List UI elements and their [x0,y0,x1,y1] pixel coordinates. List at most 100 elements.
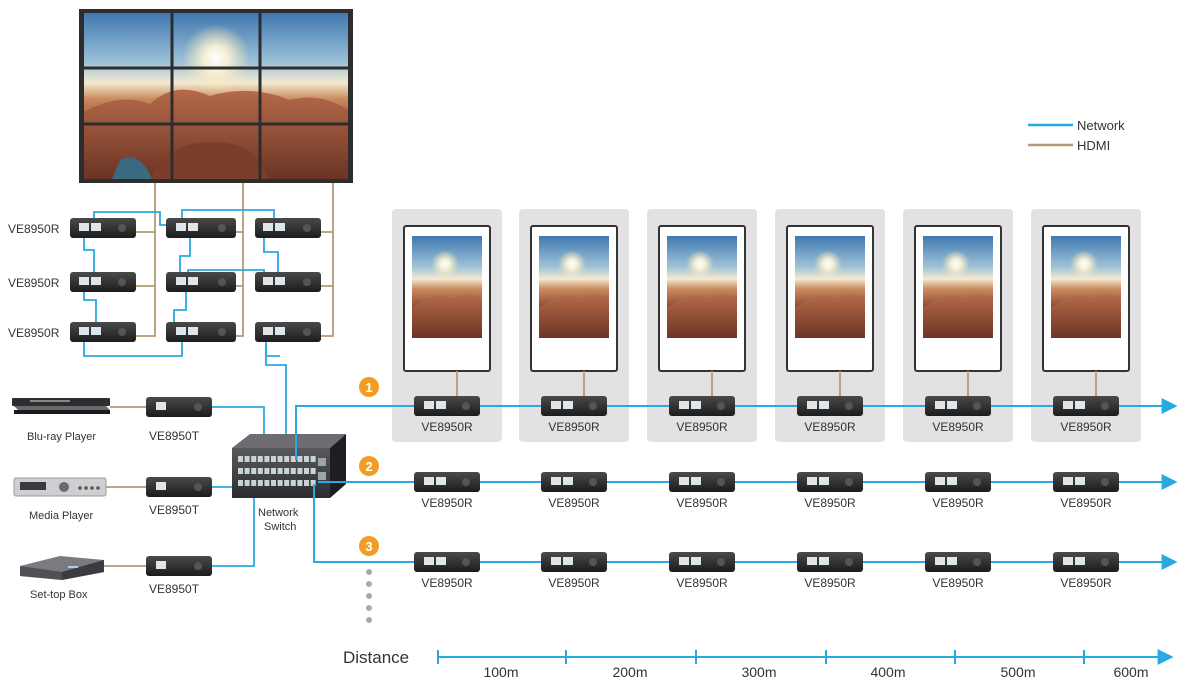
receiver-device[interactable] [669,472,735,492]
receiver-device[interactable] [541,552,607,572]
switch-port [297,468,303,474]
switch-port [284,468,290,474]
transmitter-device[interactable] [146,556,212,576]
receiver-device[interactable] [255,218,321,238]
row-badge-number: 2 [365,459,372,474]
switch-port [271,456,276,462]
bluray-player-icon[interactable] [12,398,110,414]
wall-hdmi-cables [134,183,334,337]
legend-hdmi-label: HDMI [1077,138,1110,153]
switch-port [277,468,283,474]
transmitter-label: VE8950T [149,429,200,443]
receiver-device[interactable] [541,472,607,492]
switch-label: Switch [264,521,296,533]
switch-port [257,468,263,474]
source-label: Blu-ray Player [27,431,96,443]
receiver-device[interactable] [1053,396,1119,416]
switch-port [264,456,270,462]
receiver-device[interactable] [797,552,863,572]
distance-tick-label: 200m [612,664,647,680]
switch-port [304,480,309,486]
receiver-label: VE8950R [932,496,984,510]
receiver-device[interactable] [70,322,136,342]
settop-box-icon[interactable] [20,556,104,580]
receiver-label: VE8950R [548,576,600,590]
switch-port [251,480,257,486]
receiver-device[interactable] [414,552,480,572]
receiver-device[interactable] [70,218,136,238]
receiver-device[interactable] [414,472,480,492]
legend-network-label: Network [1077,118,1125,133]
switch-label: Network [258,507,299,519]
distance-tick-label: 400m [870,664,905,680]
receiver-device[interactable] [1053,552,1119,572]
receiver-device[interactable] [166,322,236,342]
switch-port [297,456,303,462]
switch-port [271,480,276,486]
switch-uplink-port [318,458,326,466]
switch-port [251,456,257,462]
receiver-label: VE8950R [421,496,473,510]
wall-receivers [70,218,321,342]
network-switch-icon[interactable] [232,434,346,498]
receiver-device[interactable] [70,272,136,292]
switch-port [238,468,243,474]
receiver-device[interactable] [166,218,236,238]
receiver-device[interactable] [925,552,991,572]
wall-row-label: VE8950R [8,276,60,290]
video-wall [79,9,353,183]
switch-port [304,468,309,474]
receiver-device[interactable] [166,272,236,292]
receiver-device[interactable] [925,472,991,492]
receiver-device[interactable] [541,396,607,416]
distance-tick-label: 500m [1000,664,1035,680]
switch-port [264,468,270,474]
receiver-device[interactable] [255,272,321,292]
receiver-device[interactable] [669,552,735,572]
wall-row-label: VE8950R [8,222,60,236]
row-badge [359,377,379,397]
receiver-device[interactable] [414,396,480,416]
receiver-device[interactable] [797,396,863,416]
sun-glare [182,24,250,92]
row-badges: 1 2 3 [359,377,379,556]
transmitter-device[interactable] [146,397,212,417]
media-player-icon[interactable] [13,477,107,497]
receiver-device[interactable] [255,322,321,342]
display-panels [392,209,1141,442]
switch-port [297,480,303,486]
switch-port [284,456,290,462]
wall-row-label: VE8950R [8,326,60,340]
transmitter-label: VE8950T [149,582,200,596]
switch-port [290,456,296,462]
switch-port [290,480,296,486]
distance-tick-label: 100m [483,664,518,680]
canyon-rock-shape [84,89,348,179]
receiver-device[interactable] [925,396,991,416]
row-badge [359,536,379,556]
wall-receiver-labels: VE8950R VE8950R VE8950R [8,222,60,340]
distance-tick-label: 600m [1113,664,1148,680]
switch-port [310,468,316,474]
switch-uplink-port [318,472,326,480]
receiver-label: VE8950R [1060,420,1112,434]
switch-port [244,480,250,486]
switch-port [244,468,250,474]
switch-port [264,480,270,486]
transmitter-device[interactable] [146,477,212,497]
source-label: Media Player [29,510,94,522]
distance-tick-label: 300m [741,664,776,680]
switch-port [277,480,283,486]
receiver-device[interactable] [669,396,735,416]
receiver-device[interactable] [1053,472,1119,492]
transmitter-label: VE8950T [149,503,200,517]
sources: Blu-ray Player Media Player Set-top Box … [12,397,212,601]
receiver-label: VE8950R [804,496,856,510]
row-badge [359,456,379,476]
receiver-label: VE8950R [421,576,473,590]
row-1-network-line [295,398,1178,460]
receiver-device[interactable] [797,472,863,492]
switch-port [257,480,263,486]
